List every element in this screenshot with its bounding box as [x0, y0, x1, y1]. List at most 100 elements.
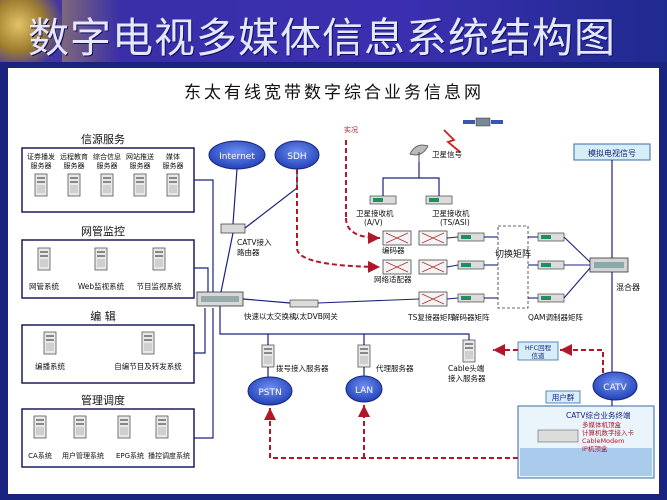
mixer-label: 混合器 [616, 282, 640, 292]
server-icon [34, 173, 48, 197]
pstn-cloud: PSTN [247, 376, 293, 406]
title-banner: 数字电视多媒体信息系统结构图 [0, 0, 667, 62]
sat-receiver-ts-label: 卫星接收机 [432, 208, 470, 218]
net-adapter-label: 网络适配器 [374, 274, 412, 284]
server-label: 媒体 [166, 152, 180, 161]
server-icon [67, 173, 81, 197]
server-icon [117, 415, 131, 439]
server-label: 服务器 [64, 161, 85, 170]
ts-mux-label: TS复接器矩阵 [407, 312, 455, 322]
group-title-edit: 编 辑 [90, 309, 116, 323]
terminal-line: 计算机数字接入卡 [582, 428, 635, 437]
sdh-label: SDH [287, 152, 306, 162]
satellite-icon [463, 117, 503, 127]
proxy-label: 代理服务器 [376, 363, 414, 373]
fast-switch-label: 快速以太交换机 [244, 311, 297, 321]
server-label: 综合信息 [93, 152, 121, 161]
proxy-server-icon [357, 344, 371, 368]
server-label: Web监视系统 [78, 281, 125, 291]
terminal-line: IP机顶盒 [582, 444, 608, 453]
server-label: EPG系统 [116, 451, 144, 460]
sat-receiver-ts [425, 195, 453, 205]
sat-receiver-av-label: (A/V) [364, 218, 383, 227]
server-label: 网管系统 [29, 281, 59, 291]
group-title-monitor: 网管监控 [81, 224, 125, 238]
qam-matrix [537, 232, 565, 303]
live-label: 实况 [344, 125, 358, 134]
catv-cloud: CATV [592, 371, 638, 401]
server-label: 自编节目及转发系统 [114, 361, 182, 371]
dvb-gateway [289, 299, 319, 308]
server-label: 服务器 [163, 161, 184, 170]
terminal-line: 多媒体机顶盒 [582, 420, 622, 429]
lan-label: LAN [355, 386, 373, 396]
hfc-label: 信道 [532, 351, 546, 360]
catv-router-label: CATV接入 [237, 237, 272, 247]
qam-matrix-label: QAM调制器矩阵 [528, 312, 584, 322]
server-icon [33, 415, 47, 439]
group-title-manage: 管理调度 [81, 393, 125, 407]
catv-label: CATV [603, 383, 627, 393]
pstn-label: PSTN [258, 388, 281, 398]
encoder-label: 编码器 [382, 245, 405, 255]
sdh-cloud: SDH [274, 140, 320, 170]
switch-matrix-text: 切换矩阵 [495, 248, 531, 260]
server-icon [100, 173, 114, 197]
encoder-matrix [382, 230, 448, 307]
cable-head-label: 接入服务器 [448, 373, 486, 383]
sat-receiver-av-label: 卫星接收机 [356, 208, 394, 218]
server-label: 远程教育 [60, 152, 88, 161]
catv-router [220, 223, 246, 234]
slide-title: 数字电视多媒体信息系统结构图 [28, 14, 616, 62]
fast-ethernet-switch [196, 291, 244, 307]
satellite-dish-icon [409, 144, 429, 162]
server-icon [133, 173, 147, 197]
terminal-line: CATV综合业务终端 [566, 410, 631, 420]
internet-cloud: Internet [208, 140, 266, 170]
internet-label: Internet [219, 152, 255, 162]
server-label: 服务器 [31, 161, 52, 170]
hfc-label: HFC回程 [525, 343, 552, 352]
server-icon [43, 331, 57, 355]
server-label: 服务器 [97, 161, 118, 170]
server-icon [155, 415, 169, 439]
decoder-matrix [457, 232, 485, 303]
server-icon [73, 415, 87, 439]
server-icon [94, 247, 108, 271]
group-title-source: 信源服务 [81, 132, 125, 146]
server-label: 网站推送 [126, 152, 154, 161]
cable-head-label: Cable头端 [448, 363, 485, 373]
access-bus [219, 306, 470, 378]
server-icon [37, 247, 51, 271]
switch-matrix-label: 切换矩阵 [495, 248, 531, 260]
terminal-line: CableModem [582, 437, 625, 445]
satellite-links [382, 162, 440, 196]
cable-head-server-icon [462, 339, 476, 363]
server-label: 用户管理系统 [62, 451, 104, 460]
server-icon [141, 331, 155, 355]
server-label: CA系统 [28, 451, 52, 460]
matrix-links [317, 236, 591, 304]
user-group-label: 用户群 [552, 392, 575, 402]
dial-access-label: 拨号接入服务器 [276, 363, 329, 373]
signal-bolt-icon [443, 129, 461, 153]
sat-receiver-ts-label: (TS/ASI) [440, 218, 470, 227]
server-label: 编播系统 [35, 361, 65, 371]
dvb-gateway-label: 以太DVB网关 [292, 311, 338, 321]
sat-receiver-av [369, 195, 397, 205]
user-return-lines [264, 405, 518, 459]
server-label: 播控调度系统 [148, 451, 190, 460]
switch-matrix [497, 225, 529, 309]
user-terminal-box [517, 405, 655, 479]
analog-tv-label: 模拟电视信号 [588, 148, 636, 158]
video-feed-lines [296, 169, 381, 273]
diagram-canvas: 东太有线宽带数字综合业务信息网 信源服务 证券播发服务器 远程教育服务器 综合信… [8, 68, 659, 494]
diagram-title: 东太有线宽带数字综合业务信息网 [184, 83, 484, 103]
lan-cloud: LAN [345, 375, 383, 403]
mixer [589, 257, 629, 273]
server-label: 节目监视系统 [137, 281, 182, 291]
group-links [194, 179, 214, 439]
